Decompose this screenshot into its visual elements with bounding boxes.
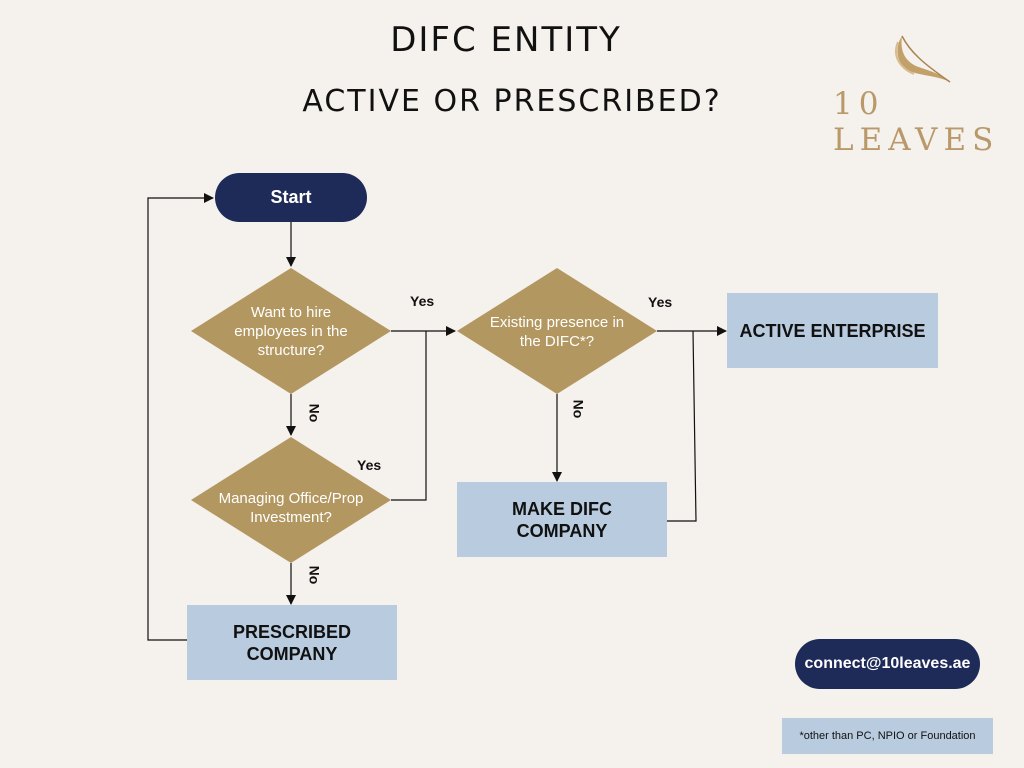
decision-hire-employees: Want to hire employees in the structure? [234,303,348,359]
contact-email-button[interactable]: connect@10leaves.ae [795,639,980,689]
outcome-make-difc-company: MAKE DIFC COMPANY [457,482,667,557]
footnote: *other than PC, NPIO or Foundation [782,718,993,754]
yes-label-presence: Yes [648,294,673,310]
decision-managing-office: Managing Office/Prop Investment? [218,490,364,526]
decision-existing-presence: Existing presence in the DIFC*? [489,314,625,350]
logo-text: 10 LEAVES [833,86,1000,158]
decision-diamond-hire [191,268,391,394]
leaf-icon [895,35,951,83]
decision-diamond-presence [457,268,657,394]
decision-diamond-managing [191,437,391,563]
no-label-presence: No [570,399,587,419]
page-subtitle: ACTIVE OR PRESCRIBED? [302,84,722,119]
no-label-managing: No [306,565,323,585]
outcome-prescribed-company: PRESCRIBED COMPANY [187,605,397,680]
page-title: DIFC ENTITY [390,20,622,60]
yes-label-managing: Yes [357,457,382,473]
no-label-hire: No [306,403,323,423]
yes-label-hire: Yes [410,293,435,309]
outcome-active-enterprise: ACTIVE ENTERPRISE [727,293,938,368]
start-node: Start [215,173,367,222]
